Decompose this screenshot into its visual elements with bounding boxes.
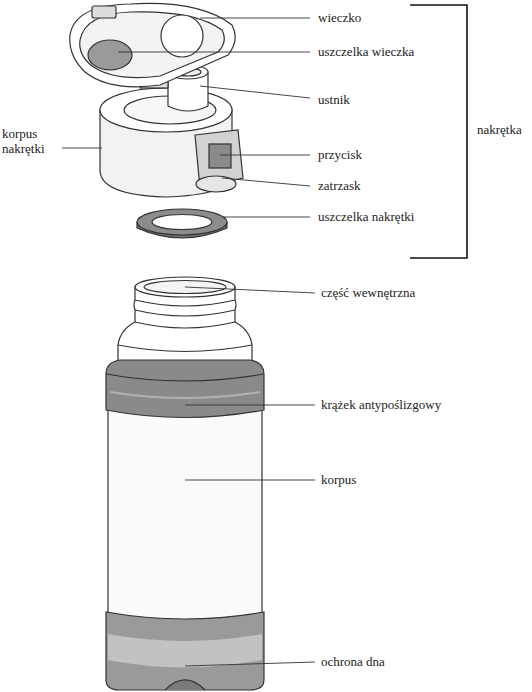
group-label: nakrętka <box>477 122 522 137</box>
bottle-body-part <box>108 405 262 622</box>
group-bracket <box>410 5 467 258</box>
leader-lines-part <box>222 178 310 186</box>
bottom-protection <box>106 612 264 690</box>
bottle-neck-part <box>135 300 235 306</box>
bottom-protection-part <box>108 634 262 668</box>
grip-band <box>106 360 264 418</box>
group-bracket-part <box>410 5 467 258</box>
part-label: ochrona dna <box>321 654 385 669</box>
lid <box>70 3 235 88</box>
part-label: korpus <box>321 472 356 487</box>
part-label: uszczelka nakrętki <box>318 209 414 224</box>
bottle-neck-part <box>135 310 235 316</box>
leader-lines-part <box>118 52 310 53</box>
part-label: wieczko <box>318 10 361 25</box>
bottle-neck-part <box>135 322 235 328</box>
leader-lines-part <box>62 148 102 149</box>
part-label: uszczelka wieczka <box>318 44 414 59</box>
leader-lines-part <box>185 287 315 293</box>
bottle-neck-part <box>118 287 252 364</box>
part-label: ustnik <box>318 92 350 107</box>
grip-band-part <box>106 374 264 381</box>
bottom-protection-part <box>106 612 264 690</box>
part-label: krążek antypoślizgowy <box>321 397 441 412</box>
button-latch <box>195 130 243 192</box>
cap-seal-part <box>137 209 227 235</box>
cap-seal <box>137 209 227 238</box>
bottle-body <box>108 405 262 622</box>
cap-body-part <box>100 88 232 132</box>
part-label: część wewnętrzna <box>321 285 415 300</box>
part-label: korpus nakrętki <box>2 126 60 156</box>
leader-lines-part <box>185 480 315 481</box>
part-label: przycisk <box>318 147 362 162</box>
grip-band-part <box>106 360 264 418</box>
leader-lines <box>62 18 315 666</box>
leader-lines-part <box>200 18 310 19</box>
part-label: zatrzask <box>318 178 361 193</box>
lid-part <box>92 6 116 18</box>
bottle-neck-part <box>118 345 252 352</box>
leader-lines-part <box>185 405 315 406</box>
leader-lines-part <box>220 155 310 156</box>
button-latch-part <box>209 144 231 168</box>
lid-part <box>70 3 235 86</box>
leader-lines-part <box>200 86 310 98</box>
leader-lines-part <box>185 662 315 666</box>
leader-lines-part <box>224 217 310 218</box>
grip-band-part <box>110 392 260 398</box>
bottom-protection-part <box>165 680 205 690</box>
bottle-neck <box>118 277 252 364</box>
lid-part <box>80 12 225 78</box>
cap-seal-part <box>152 215 212 230</box>
lid-part <box>88 40 132 70</box>
lid-part <box>161 15 203 57</box>
